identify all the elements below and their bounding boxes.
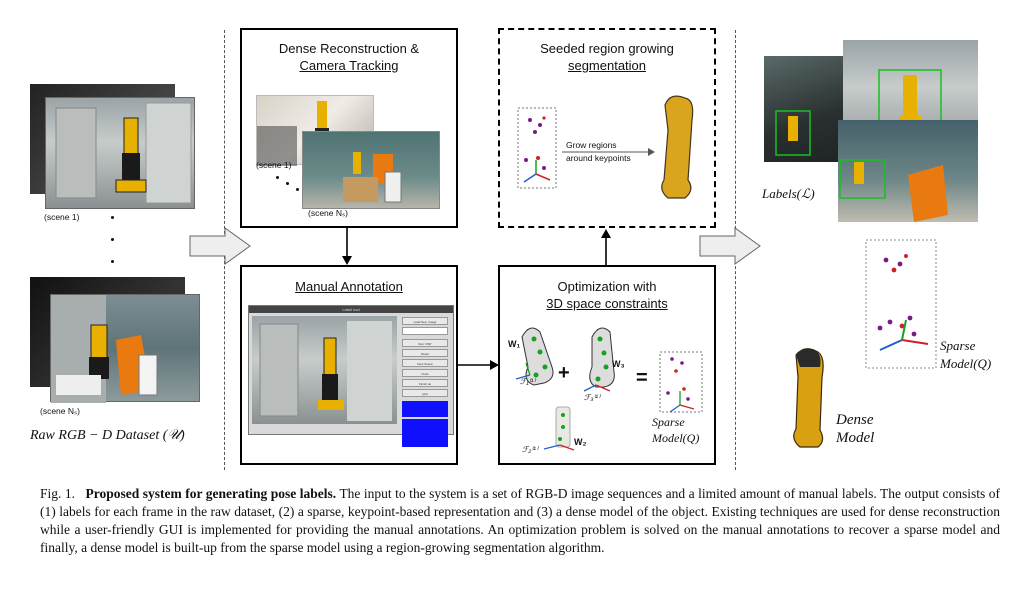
gui-keypoint-panel bbox=[402, 419, 448, 447]
ellipsis-dot bbox=[111, 260, 114, 263]
dense-model-label-line2: Model bbox=[836, 430, 875, 446]
output-arrow-icon bbox=[699, 227, 761, 265]
gui-window-title: Label tool bbox=[249, 306, 453, 313]
sparse-model-label-line2: Model(Q) bbox=[940, 356, 992, 371]
ellipsis-dot bbox=[111, 238, 114, 241]
manual-title: Manual Annotation bbox=[295, 279, 403, 294]
seeded-title-line1: Seeded region growing bbox=[540, 41, 674, 56]
seeded-title-line2: segmentation bbox=[567, 58, 647, 73]
figure-caption: Fig. 1. Proposed system for generating p… bbox=[40, 485, 1000, 557]
seeded-arrow-label-line1: Grow regions bbox=[566, 140, 617, 150]
w2-label: W₂ bbox=[574, 437, 587, 447]
dense-object-drawing bbox=[661, 95, 694, 199]
optim-illustration bbox=[515, 327, 703, 451]
equals-sign: = bbox=[636, 367, 648, 389]
dense-title-line1: Dense Reconstruction & bbox=[278, 41, 420, 56]
scene-1-drill-drawing bbox=[55, 102, 192, 204]
seeded-arrow-label-line2: around keypoints bbox=[566, 153, 631, 163]
optimization-box: Optimization with 3D space constraints W… bbox=[498, 265, 716, 465]
caption-prefix: Fig. 1. bbox=[40, 486, 76, 501]
dense-scene-1-label: (scene 1) bbox=[256, 160, 292, 170]
gui-button-quit[interactable]: Quit bbox=[402, 389, 448, 397]
plus-sign: + bbox=[558, 362, 570, 384]
w3-label: W₃ bbox=[612, 359, 625, 369]
ellipsis-dot bbox=[276, 176, 279, 179]
scene-n-drill-drawing bbox=[51, 295, 158, 403]
scene-n-label: (scene Nₛ) bbox=[40, 406, 81, 416]
optim-sparse-label-line1: Sparse bbox=[652, 415, 685, 429]
w1-label: W₁ bbox=[508, 339, 521, 349]
gui-status-panel bbox=[402, 401, 448, 417]
ellipsis-dot bbox=[296, 188, 299, 191]
label-image-3 bbox=[838, 120, 978, 222]
seeded-region-growing-box: Seeded region growing segmentation Grow … bbox=[498, 28, 716, 228]
dense-scene-n-label: (scene Nₛ) bbox=[308, 208, 349, 218]
gui-button-load[interactable]: Load Seq. Image bbox=[402, 317, 448, 325]
gui-input[interactable] bbox=[402, 327, 448, 335]
dense-title-line2: Camera Tracking bbox=[299, 58, 399, 73]
gui-button-undo[interactable]: Undo bbox=[402, 369, 448, 377]
seeded-illustration bbox=[517, 95, 694, 199]
f2-label: ℱ₂⁽¹⁾ bbox=[522, 445, 538, 454]
gui-button-run[interactable]: Run ViSP bbox=[402, 339, 448, 347]
caption-bold: Proposed system for generating pose labe… bbox=[85, 486, 337, 501]
gui-image-view bbox=[252, 316, 397, 424]
ellipsis-dot bbox=[111, 216, 114, 219]
scene-1-label: (scene 1) bbox=[44, 212, 80, 222]
scene-1-image bbox=[45, 97, 195, 209]
dense-scene-n-image bbox=[302, 131, 440, 209]
sparse-model-drawing bbox=[865, 239, 937, 369]
dataset-label: Raw RGB − D Dataset (𝒰) bbox=[30, 428, 185, 443]
dense-model-label-line1: Dense bbox=[836, 412, 874, 428]
optim-title-line1: Optimization with bbox=[557, 279, 657, 294]
dense-reconstruction-box: Dense Reconstruction & Camera Tracking (… bbox=[240, 28, 458, 228]
input-arrow-icon bbox=[189, 227, 251, 265]
f1-label: ℱ₁⁽¹⁾ bbox=[520, 377, 536, 386]
gui-window: Label tool bbox=[248, 305, 454, 435]
dense-model-drawing bbox=[793, 348, 824, 448]
caption-body: The input to the system is a set of RGB-… bbox=[40, 486, 1001, 555]
manual-annotation-box: Manual Annotation Label tool Load Seq. I… bbox=[240, 265, 458, 465]
ellipsis-dot bbox=[286, 182, 289, 185]
label-image-1 bbox=[764, 56, 846, 162]
labels-output-label: Labels(ℒ) bbox=[762, 186, 815, 201]
f3-label: ℱ₃⁽¹⁾ bbox=[584, 393, 601, 402]
gui-button-next[interactable]: Next Scene bbox=[402, 359, 448, 367]
gui-button-reset[interactable]: Reset bbox=[402, 349, 448, 357]
scene-n-image bbox=[50, 294, 200, 403]
optim-title-line2: 3D space constraints bbox=[546, 296, 668, 311]
sparse-model-label-line1: Sparse bbox=[940, 338, 976, 353]
gui-button-finish[interactable]: Finish ok bbox=[402, 379, 448, 387]
optim-sparse-label-line2: Model(Q) bbox=[652, 431, 700, 445]
